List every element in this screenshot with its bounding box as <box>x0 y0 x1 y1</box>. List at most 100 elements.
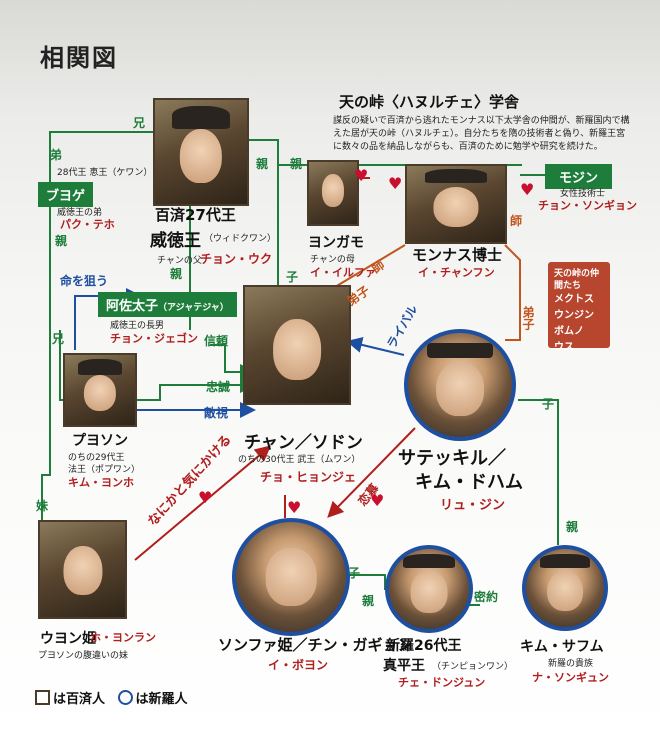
seonhwa-name: ソンファ姫／チン・ガギョン <box>218 636 413 654</box>
yeongamo-note: チャンの母 <box>310 255 355 265</box>
kimsahum-name: キム・サフム <box>520 639 604 655</box>
heart-icon: ♥ <box>388 174 403 193</box>
rel-tekishi: 敵視 <box>204 406 229 420</box>
portrait-kimsahum <box>522 545 608 631</box>
portrait-ueon <box>38 520 127 619</box>
mojin-actor: チョン・ソンギョン <box>538 199 637 212</box>
rel-ko3: 子 <box>348 566 361 580</box>
peer-name: メクトス <box>554 294 594 305</box>
jinpyeong-name2: 真平王 <box>383 658 425 674</box>
seonhwa-actor: イ・ボヨン <box>268 658 329 672</box>
heart-icon: ♥ <box>354 166 369 185</box>
line-satekkil-kim <box>518 399 559 545</box>
mojin-label: モジン <box>545 164 613 189</box>
rel-ani: 兄 <box>133 116 146 130</box>
line-rival <box>346 337 405 356</box>
boge-label: ブヨゲ <box>38 182 94 207</box>
hukan-description: 謀反の疑いで百済から逃れたモンナス以下太学舎の仲間が、新羅国内で構えた居が天の峠… <box>333 116 630 152</box>
peers-box: 天の峠の仲間たち メクトス ウンジン ボムノ ウス <box>548 262 610 353</box>
portrait-monnas <box>405 164 507 244</box>
rel-ko2: 子 <box>542 397 555 411</box>
wideok-reading: （ウィドクワン） <box>204 234 277 244</box>
rel-deshi2: 弟子 <box>521 306 535 330</box>
circle-icon <box>117 690 133 705</box>
kimsahum-actor: ナ・ソンギュン <box>532 671 609 684</box>
ueon-actor: ホ・ヨンラン <box>90 631 156 644</box>
ueon-name: ウヨン姫 <box>40 631 96 647</box>
asa-reading: （アジャテジャ） <box>158 303 229 313</box>
jinpyeong-name: 新羅26代王 <box>386 638 462 654</box>
asa-name: 阿佐太子 <box>106 299 159 314</box>
satekkil-name2: キム・ドハム <box>415 472 523 493</box>
legend-baekje: は百済人 <box>53 692 106 707</box>
peer-name: ボムノ <box>554 326 584 337</box>
satekkil-actor: リュ・ジン <box>440 498 506 513</box>
peers-title: 天の峠の仲間たち <box>554 269 600 291</box>
peer-name: ウンジン <box>554 310 594 321</box>
rel-oya3: 親 <box>55 234 68 248</box>
line-naniga <box>134 445 272 561</box>
rel-oya4: 親 <box>170 267 183 281</box>
legend-silla: は新羅人 <box>135 692 188 707</box>
line-renbo <box>327 427 416 518</box>
line-disciple2 <box>504 244 521 341</box>
portrait-seonhwa <box>232 518 350 636</box>
square-icon <box>35 690 50 705</box>
rel-shinrai: 信頼 <box>204 334 229 348</box>
buyeoseon-actor: キム・ヨンホ <box>68 476 134 489</box>
asa-note: 威徳王の長男 <box>110 321 165 331</box>
wideok-actor: チョン・ウク <box>200 252 273 266</box>
jang-note: のちの30代王 武王（ムワン） <box>238 455 361 465</box>
rel-imouto: 妹 <box>36 499 49 513</box>
jinpyeong-reading: （チンピョンワン） <box>432 662 514 672</box>
boge-note2: 威徳王の弟 <box>57 208 103 218</box>
portrait-jang <box>243 285 351 405</box>
legend: は百済人 は新羅人 <box>35 688 188 707</box>
line-brothers <box>41 131 153 520</box>
rel-otouto: 弟 <box>50 148 63 162</box>
boge-actor: パク・テホ <box>60 218 115 231</box>
asa-actor: チョン・ジェゴン <box>110 332 198 345</box>
rel-oya1: 親 <box>256 157 269 171</box>
jang-name: チャン／ソドン <box>244 433 363 453</box>
satekkil-name: サテッキル／ <box>398 448 506 469</box>
rel-ani2: 兄 <box>52 332 65 346</box>
mojin-note: 女性技術士 <box>560 189 606 199</box>
wideok-note: チャンの父 <box>157 256 202 266</box>
rel-ko1: 子 <box>286 270 299 284</box>
rel-mitsuyaku: 密約 <box>474 590 499 604</box>
yeongamo-actor: イ・イルファ <box>310 266 376 279</box>
rel-chusei: 忠誠 <box>206 380 231 394</box>
portrait-wideok <box>153 98 249 206</box>
asa-label: 阿佐太子（アジャテジャ） <box>98 292 237 317</box>
rel-oya2: 親 <box>290 157 303 171</box>
line-wideok-family <box>247 139 522 166</box>
kimsahum-note: 新羅の貴族 <box>548 659 594 669</box>
heart-icon: ♥ <box>198 488 213 507</box>
line-asa-jang <box>210 344 256 380</box>
rel-oya-jinpyeong: 親 <box>362 594 375 608</box>
portrait-buyeoseon <box>63 353 137 427</box>
buyeoseon-note1: のちの29代王 <box>68 453 125 463</box>
hukan-title: 天の峠〈ハヌルチェ〉学舎 <box>339 93 520 111</box>
jinpyeong-actor: チェ・ドンジュン <box>398 676 486 689</box>
wideok-name2: 威徳王 <box>150 231 201 251</box>
jang-actor: チョ・ヒョンジェ <box>260 470 357 484</box>
heart-icon: ♥ <box>520 180 535 199</box>
monnas-actor: イ・チャンフン <box>418 266 495 279</box>
rel-shi-mojin: 師 <box>510 214 523 228</box>
page-title: 相関図 <box>40 44 118 72</box>
heart-icon: ♥ <box>370 491 385 510</box>
rel-oya5: 親 <box>566 520 579 534</box>
line-disciple1 <box>329 244 406 291</box>
peer-name: ウス <box>554 342 574 353</box>
buyeoseon-name: プヨソン <box>72 433 128 449</box>
portrait-satekkil <box>404 329 516 441</box>
portrait-jinpyeong <box>385 545 473 633</box>
buyeoseon-note2: 法王（ポプワン） <box>68 465 141 475</box>
yeongamo-name: ヨンガモ <box>308 235 364 251</box>
ueon-note: プヨソンの腹違いの妹 <box>38 651 129 661</box>
portrait-yeongamo <box>307 160 359 226</box>
